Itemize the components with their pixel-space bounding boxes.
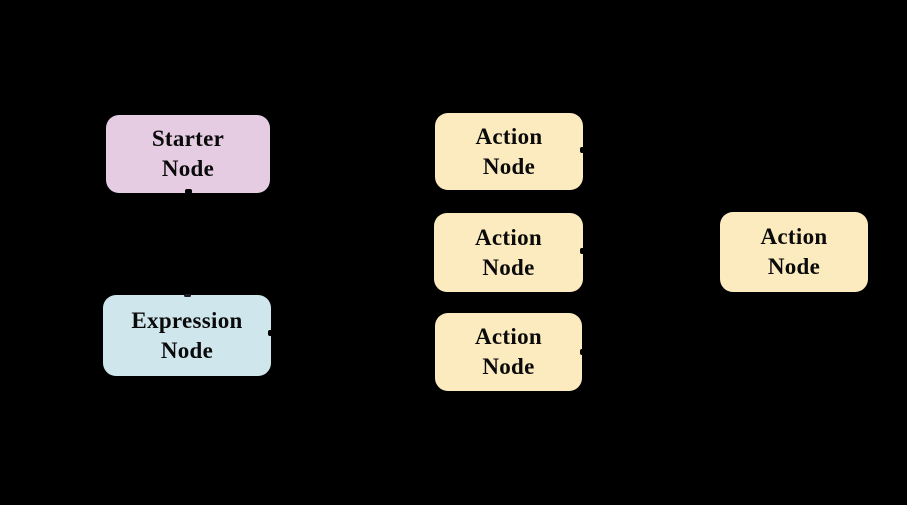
action-node-bottom: Action Node (435, 313, 582, 391)
action-node-middle: Action Node (434, 213, 583, 292)
expression-node-label-line1: Expression (131, 307, 243, 333)
action-node-right-label-line2: Node (767, 254, 821, 279)
action-node-right: Action Node (720, 212, 868, 292)
arrowhead-dot (184, 294, 191, 297)
arrowhead-dot (580, 248, 586, 254)
expression-node-label-line2: Node (160, 337, 214, 363)
arrowhead-dot (268, 330, 274, 336)
starter-node: Starter Node (106, 115, 270, 193)
action-node-top-label-line2: Node (482, 153, 536, 179)
action-node-top: Action Node (435, 113, 583, 190)
starter-node-label-line2: Node (161, 156, 215, 181)
arrowhead-dot (185, 189, 192, 194)
arrowhead-dot (580, 349, 586, 355)
action-node-top-label-line1: Action (475, 123, 543, 149)
action-node-bottom-label-line1: Action (475, 324, 542, 349)
action-node-bottom-label-line2: Node (482, 354, 535, 379)
arrowhead-dot (580, 147, 586, 153)
action-node-middle-label-line1: Action (475, 224, 542, 250)
action-node-middle-label-line2: Node (482, 254, 535, 280)
expression-node: Expression Node (103, 295, 271, 376)
starter-node-label-line1: Starter (151, 126, 225, 151)
action-node-right-label-line1: Action (760, 224, 828, 249)
